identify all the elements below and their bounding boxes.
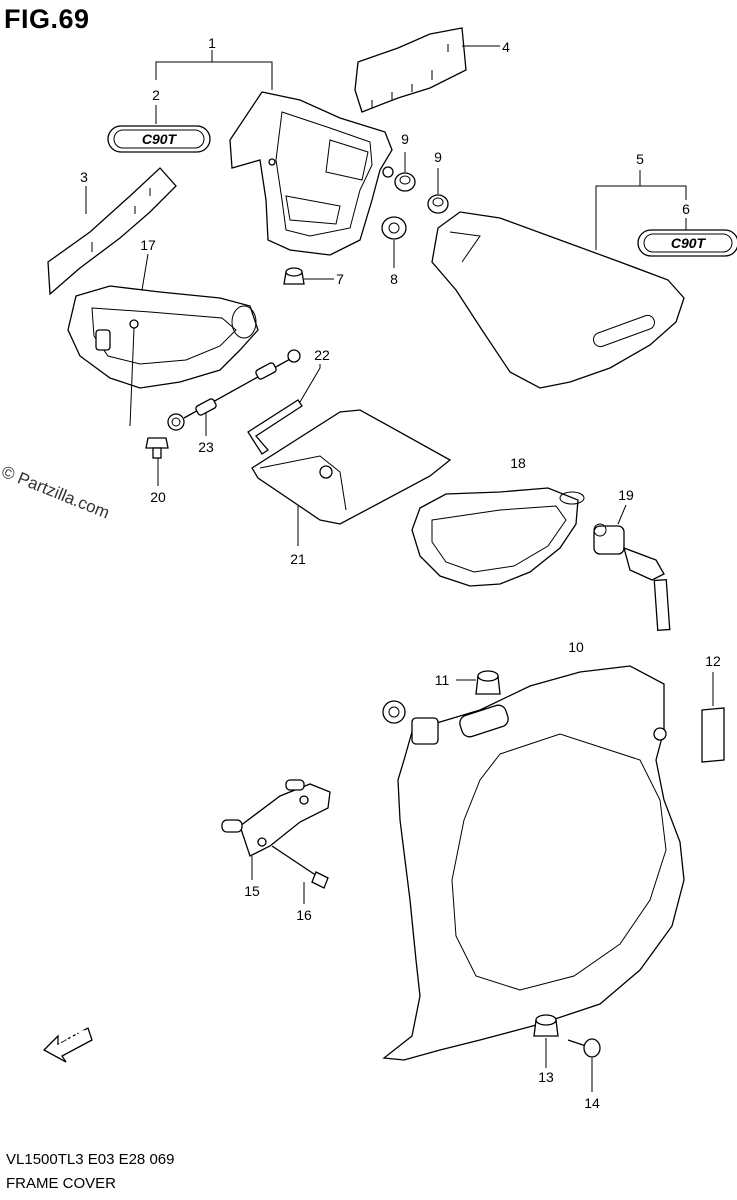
emblem-text-left: C90T: [142, 131, 178, 147]
callout-8: 8: [390, 271, 398, 287]
callout-3: 3: [80, 169, 88, 185]
callout-6: 6: [682, 201, 690, 217]
part-7-grommet[interactable]: [283, 267, 305, 285]
grommet-unlabeled[interactable]: [382, 700, 406, 724]
callout-12: 12: [705, 653, 721, 669]
part-5-right-frame-cover[interactable]: [431, 211, 685, 389]
part-14-screw[interactable]: [567, 1038, 601, 1058]
part-20-bolt[interactable]: [145, 437, 169, 459]
callout-5: 5: [636, 151, 644, 167]
part-18-tool-box[interactable]: [411, 487, 585, 587]
part-22-hex-wrench[interactable]: [247, 399, 303, 455]
callout-11: 11: [435, 672, 450, 688]
part-19-lock-keys[interactable]: [593, 523, 671, 632]
part-4-plate[interactable]: [354, 27, 467, 113]
part-17-tool-box[interactable]: [67, 285, 259, 389]
part-8-washer[interactable]: [381, 216, 407, 240]
callout-15: 15: [244, 883, 260, 899]
callout-7: 7: [336, 271, 344, 287]
part-16-bolt[interactable]: [271, 845, 329, 889]
callout-19: 19: [618, 487, 634, 503]
figure-name: FRAME COVER: [6, 1175, 117, 1192]
fwd-arrow-icon: FWD: [42, 1025, 93, 1063]
callout-18: 18: [510, 455, 526, 471]
part-23-cable[interactable]: [167, 349, 301, 431]
part-21-tool-bag[interactable]: [251, 409, 452, 525]
part-6-emblem[interactable]: C90T: [637, 229, 737, 257]
callout-16: 16: [296, 907, 312, 923]
callout-9b: 9: [434, 149, 442, 165]
callout-4: 4: [502, 39, 510, 55]
part-11-grommet[interactable]: [475, 670, 501, 695]
callout-labels: 1 2 3 4 5 6 7 8 9 9 10 11 12 13 14 15 16…: [80, 35, 721, 1111]
part-13-grommet[interactable]: [533, 1014, 559, 1037]
callout-20: 20: [150, 489, 166, 505]
callout-22: 22: [314, 347, 330, 363]
callout-1: 1: [208, 35, 216, 51]
part-15-bracket[interactable]: [221, 779, 331, 857]
callout-2: 2: [152, 87, 160, 103]
callout-10: 10: [568, 639, 584, 655]
part-12-label[interactable]: [701, 707, 725, 763]
part-1-left-frame-cover[interactable]: [229, 91, 394, 256]
part-9-grommet-a[interactable]: [394, 172, 416, 192]
figure-title: FIG.69: [4, 4, 90, 34]
part-3-plate[interactable]: [47, 167, 177, 296]
callout-23: 23: [198, 439, 214, 455]
callout-17: 17: [140, 237, 156, 253]
callout-13: 13: [538, 1069, 554, 1085]
part-2-emblem[interactable]: C90T: [107, 125, 211, 153]
part-10-frame-cover[interactable]: [382, 665, 685, 1061]
part-9-grommet-b[interactable]: [427, 194, 449, 214]
emblem-text-right: C90T: [671, 235, 707, 251]
callout-14: 14: [584, 1095, 600, 1111]
callout-21: 21: [290, 551, 306, 567]
model-code: VL1500TL3 E03 E28 069: [6, 1151, 175, 1168]
callout-9a: 9: [401, 131, 409, 147]
